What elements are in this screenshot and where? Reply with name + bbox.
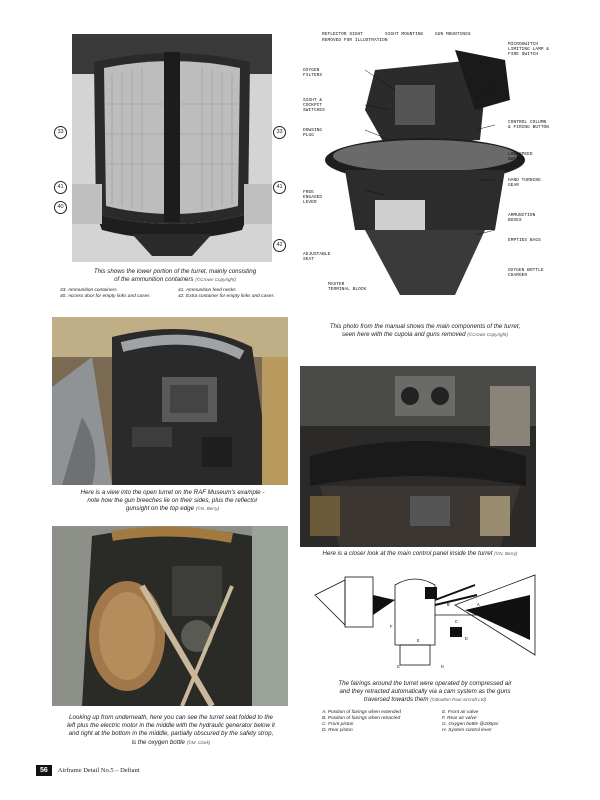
label-removed-for-illustration: Removed for illustration	[322, 38, 388, 43]
control-panel-image	[300, 366, 536, 547]
caption-line: Here is a closer look at the main contro…	[322, 550, 493, 557]
caption-line: Looking up from underneath, here you can…	[69, 714, 273, 721]
legend-row: 40. Access door for empty links and case…	[60, 294, 295, 300]
open-turret-image	[52, 317, 288, 485]
legend-item: H. System control lever	[442, 728, 492, 733]
legend-item: 33. Ammunition containers	[60, 288, 117, 293]
photo-turret-underneath	[52, 526, 288, 706]
label-oxygen-filters: Oxygen Filters	[303, 68, 323, 78]
legend-item: 41. Ammunition feed necks	[178, 288, 236, 293]
ammunition-containers-image	[72, 34, 272, 262]
photo-credit: (©M. Clark)	[186, 739, 211, 745]
label-microswitch: Microswitch Limiting Lamp & Fire Switch	[508, 42, 550, 57]
diagram-caption: The fairings around the turret were oper…	[305, 680, 545, 705]
label-hand-turning-gear: Hand Turning Gear	[508, 178, 541, 188]
callout-41-right: 41	[273, 181, 286, 194]
label-adjustable-seat: Adjustable Seat	[303, 252, 331, 262]
legend-item: G. Oxygen bottle @200psi	[442, 722, 499, 727]
label-control-column: Control Column & Firing Button	[508, 120, 550, 130]
turret-components-image	[305, 30, 547, 320]
photo1-legend: 33. Ammunition containers 41. Ammunition…	[60, 288, 295, 300]
photo-credit: (©Crown Copyright)	[467, 332, 508, 338]
diagram-letter-g: G	[397, 665, 400, 670]
diagram-legend: A. Position of fairings when extended E. …	[322, 710, 542, 734]
caption-line: left plus the electric motor in the midd…	[67, 722, 275, 730]
turret-underneath-image	[52, 526, 288, 706]
legend-item: C. Front piston	[322, 722, 354, 727]
diagram-letter-c: C	[455, 620, 458, 625]
legend-item: 42. Extra container for empty links and …	[178, 294, 274, 299]
label-reflector-sight: Reflector sight	[322, 32, 364, 37]
callout-40: 40	[54, 201, 67, 214]
caption-line: gunsight on the top edge	[125, 505, 195, 513]
legend-row: A. Position of fairings when extended E. …	[322, 710, 542, 716]
label-dowsing-plug: Dowsing Plug	[303, 128, 323, 138]
caption-line: seen here with the cupola and guns remov…	[342, 331, 466, 339]
caption-line: note how the gun breeches lie on their s…	[87, 497, 258, 505]
legend-row: B. Position of fairings when retracted F.…	[322, 716, 542, 722]
legend-row: D. Rear piston H. System control lever	[322, 728, 542, 734]
caption-line: This shows the lower portion of the turr…	[93, 268, 257, 275]
page-footer: 56 Airframe Detail No.5 – Defiant	[36, 765, 140, 776]
photo-credit: (©Boulton Paul Aircraft Ltd)	[430, 697, 487, 703]
legend-item: D. Rear piston	[322, 728, 353, 733]
diagram-letter-d: D	[465, 637, 468, 642]
publication-title: Airframe Detail No.5 – Defiant	[57, 767, 140, 774]
label-sight-mounting: Sight mounting	[385, 32, 424, 37]
photo-turret-components	[305, 30, 547, 320]
label-free-engaged-lever: Free Engaged Lever	[303, 190, 323, 205]
legend-row: C. Front piston G. Oxygen bottle @200psi	[322, 722, 542, 728]
photo-open-turret	[52, 317, 288, 485]
label-master-terminal-block: Master Terminal Block	[328, 282, 367, 292]
diagram-fairings: A B C D E F G H	[305, 565, 545, 673]
caption-line: traversed towards them	[363, 696, 429, 704]
caption-line: of the ammunition containers	[114, 276, 194, 284]
diagram-letter-f: F	[390, 625, 393, 630]
callout-42: 42	[273, 239, 286, 252]
fairings-diagram-image	[305, 565, 545, 673]
photo-credit: (©Crown Copyright)	[195, 277, 236, 283]
caption-line: is the oxygen bottle	[131, 738, 186, 746]
caption-line: Here is a view into the open turret on t…	[80, 489, 265, 496]
diagram-letter-b: B	[447, 603, 450, 608]
caption-line: This photo from the manual shows the mai…	[329, 323, 521, 330]
photo-credit: (©N. Berry)	[195, 506, 220, 512]
legend-item: 40. Access door for empty links and case…	[60, 294, 150, 299]
caption-line: and they retracted automatically via a c…	[339, 688, 511, 696]
label-sight-cockpit-switches: Sight & Cockpit Switches	[303, 98, 325, 113]
legend-item: E. Front air valve	[442, 710, 479, 715]
photo-control-panel	[300, 366, 536, 547]
legend-item: B. Position of fairings when retracted	[322, 716, 401, 721]
photo3-caption: Here is a view into the open turret on t…	[60, 489, 285, 514]
diagram-letter-a: A	[477, 603, 480, 608]
label-gun-mountings: Gun mountings	[435, 32, 471, 37]
photo4-caption: Here is a closer look at the main contro…	[300, 550, 540, 558]
photo2-caption: This photo from the manual shows the mai…	[300, 323, 550, 339]
label-oxygen-bottle-charger: Oxygen Bottle Charger	[508, 268, 544, 278]
legend-item: A. Position of fairings when extended	[322, 710, 401, 715]
callout-33-right: 33	[273, 126, 286, 139]
diagram-letter-h: H	[441, 665, 444, 670]
callout-33-left: 33	[54, 126, 67, 139]
diagram-letter-e: E	[417, 639, 420, 644]
label-low-speed-switch: Low Speed Switch	[508, 152, 533, 162]
photo1-caption: This shows the lower portion of the turr…	[60, 268, 290, 284]
label-empties-bags: Empties Bags	[508, 238, 541, 243]
photo-ammunition-containers	[72, 34, 272, 262]
callout-41-left: 41	[54, 181, 67, 194]
legend-row: 33. Ammunition containers 41. Ammunition…	[60, 288, 295, 294]
photo5-caption: Looking up from underneath, here you can…	[55, 714, 287, 747]
caption-line: and right at the bottom in the middle, p…	[68, 730, 274, 738]
page-number: 56	[36, 765, 52, 776]
photo-credit: (©N. Berry)	[494, 551, 518, 556]
label-ammunition-boxes: Ammunition Boxes	[508, 213, 536, 223]
caption-line: The fairings around the turret were oper…	[338, 680, 512, 687]
legend-item: F. Rear air valve	[442, 716, 477, 721]
